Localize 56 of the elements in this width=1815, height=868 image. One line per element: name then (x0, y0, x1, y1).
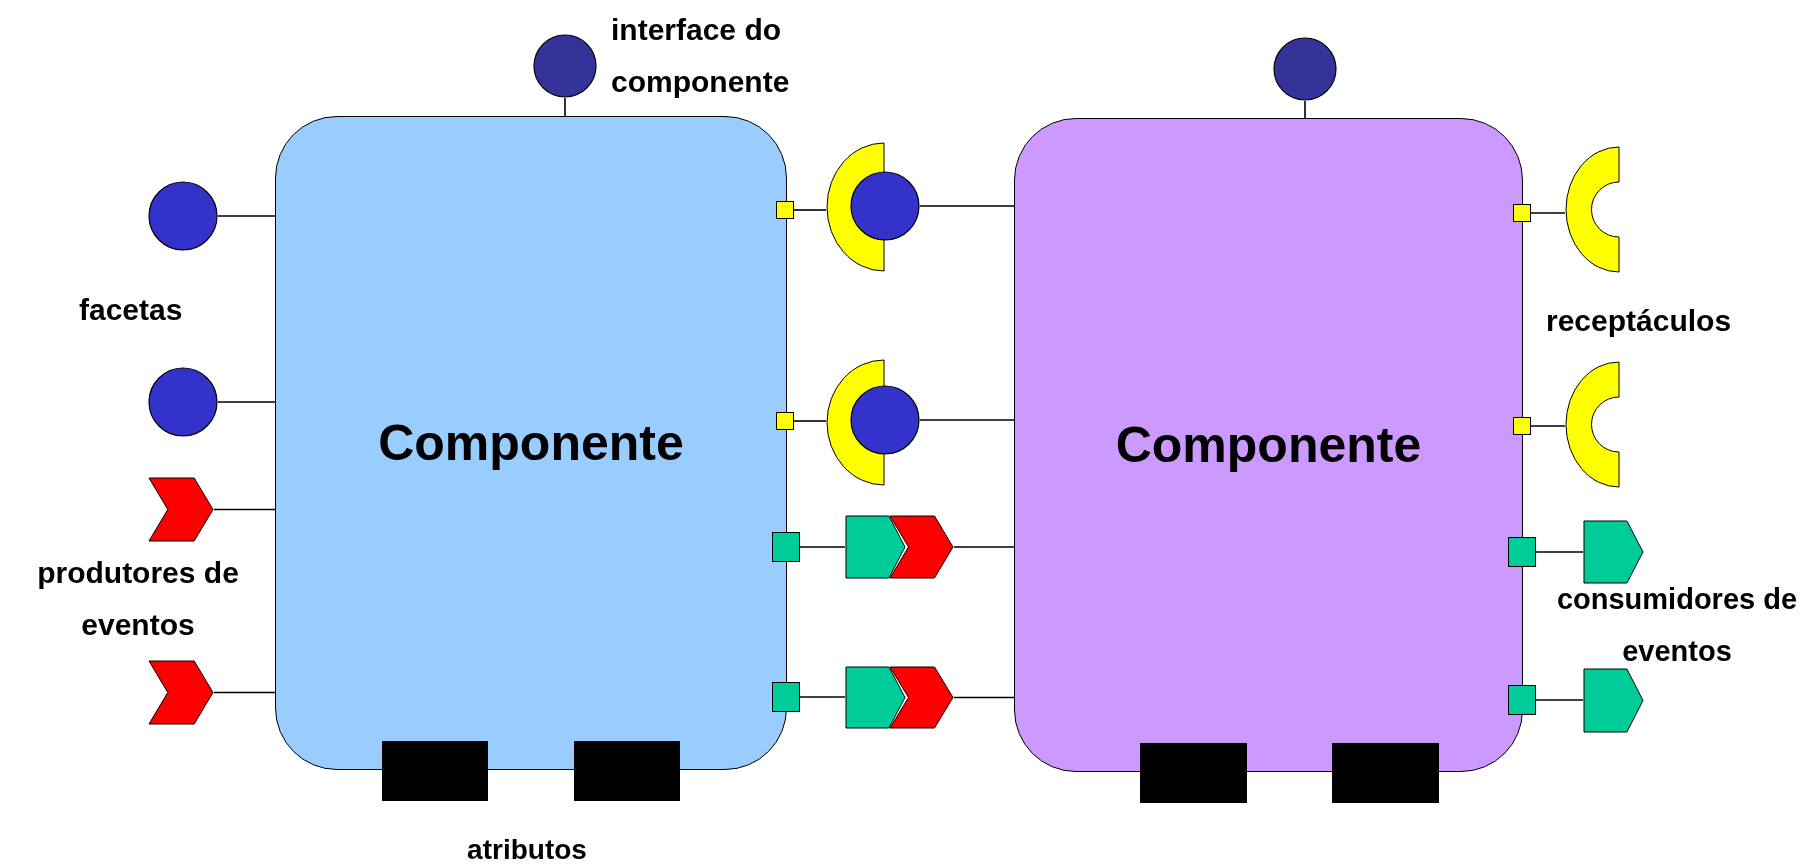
facet-label: facetas (79, 292, 184, 328)
receptacle-cup (1565, 146, 1620, 273)
interface-circle (1273, 37, 1337, 101)
connector-line (1304, 100, 1306, 119)
component-label: Componente (1115, 416, 1422, 474)
event-source-label: produtores de eventos (36, 555, 240, 643)
facet-circle (850, 171, 920, 241)
connector-line (217, 401, 276, 403)
event-source-port (889, 515, 954, 579)
connector-line (213, 508, 276, 511)
event-source-port (889, 666, 954, 729)
receptacle-cup (1565, 361, 1620, 488)
connector-line (1530, 425, 1566, 427)
port-square (1513, 417, 1531, 435)
attribute-bar (574, 741, 680, 801)
connector-line (793, 420, 827, 422)
attribute-bar (1332, 743, 1439, 803)
interface-circle (533, 34, 597, 98)
event-sink-port (845, 666, 906, 729)
event-source-port (148, 477, 214, 542)
facet-circle (148, 367, 218, 437)
attribute-label: atributos (466, 834, 588, 866)
component-label: Componente (378, 414, 684, 472)
component-box (1014, 118, 1523, 772)
connector-line (919, 419, 1015, 421)
event-source-port (148, 660, 214, 725)
connector-line (213, 691, 276, 694)
port-square (1508, 537, 1536, 567)
attribute-bar (1140, 743, 1247, 803)
port-square (776, 412, 794, 430)
facet-circle (148, 181, 218, 251)
port-square (776, 201, 794, 219)
port-square (1513, 204, 1531, 222)
component-box (275, 116, 787, 770)
receptacle-label: receptáculos (1546, 303, 1733, 339)
connector-line (1530, 212, 1566, 214)
attribute-bar (382, 741, 488, 801)
connector-line (799, 696, 846, 698)
connector-line (953, 696, 1015, 699)
connector-line (217, 215, 276, 217)
connector-line (1535, 699, 1584, 701)
connector-line (953, 546, 1015, 548)
connector-line (1535, 551, 1584, 553)
event-sink-port (1583, 668, 1644, 733)
connector-line (919, 205, 1015, 207)
event-sink-label: consumidores de eventos (1555, 582, 1799, 669)
connector-line (793, 209, 827, 211)
interface-label: interface do componente (611, 12, 791, 100)
connector-line (564, 97, 566, 117)
event-sink-port (1583, 520, 1644, 584)
port-square (772, 682, 800, 712)
port-square (1508, 685, 1536, 715)
event-sink-port (845, 515, 906, 579)
facet-circle (850, 385, 920, 455)
connector-line (799, 546, 846, 548)
port-square (772, 532, 800, 562)
